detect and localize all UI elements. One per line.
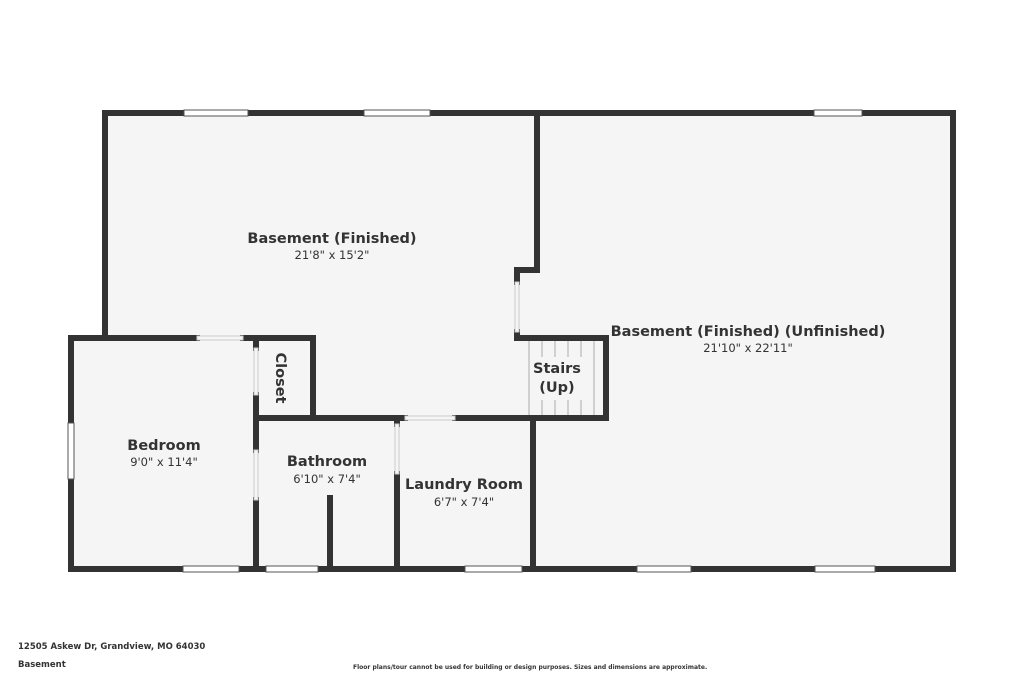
room-label-closet: Closet — [272, 353, 288, 404]
doorway — [514, 281, 520, 333]
stairs-label-bg — [531, 357, 583, 400]
room-dims-basement-finished: 21'8" x 15'2" — [295, 248, 370, 262]
room-dims-bedroom: 9'0" x 11'4" — [130, 455, 198, 469]
room-label-basement-finished: Basement (Finished) — [247, 231, 416, 247]
floor-upper — [71, 113, 953, 569]
room-label-laundry: Laundry Room — [405, 477, 523, 493]
doorway — [404, 415, 456, 421]
doorways — [196, 281, 520, 501]
window — [67, 422, 75, 480]
window — [183, 109, 249, 117]
doorway — [253, 347, 259, 396]
stairs-wall — [514, 329, 609, 421]
room-dims-laundry: 6'7" x 7'4" — [434, 495, 494, 509]
property-address: 12505 Askew Dr, Grandview, MO 64030 — [18, 642, 206, 652]
floor-areas — [71, 113, 953, 569]
room-label-stairs: Stairs — [533, 361, 581, 377]
room-dims-bathroom: 6'10" x 7'4" — [293, 472, 361, 486]
windows — [67, 109, 876, 573]
window — [636, 565, 692, 573]
room-label-stairs-up: (Up) — [539, 380, 574, 396]
bedroom-top-wall-2 — [240, 335, 316, 421]
doorway — [253, 449, 259, 501]
window — [813, 109, 863, 117]
window — [814, 565, 876, 573]
doorway — [394, 423, 400, 475]
outer-wall — [68, 110, 956, 572]
window — [464, 565, 523, 573]
divider-wall — [514, 110, 540, 285]
room-label-bathroom: Bathroom — [287, 454, 367, 470]
floor-level-label: Basement — [18, 660, 66, 670]
room-dims-basement-unfinished: 21'10" x 22'11" — [703, 341, 793, 355]
window — [265, 565, 319, 573]
disclaimer-text: Floor plans/tour cannot be used for buil… — [353, 664, 708, 671]
window — [363, 109, 431, 117]
room-label-basement-unfinished: Basement (Finished) (Unfinished) — [611, 324, 886, 340]
stair-treads — [528, 341, 595, 415]
room-label-bedroom: Bedroom — [127, 438, 200, 454]
window — [182, 565, 240, 573]
walls — [68, 110, 956, 572]
doorway — [196, 335, 244, 341]
